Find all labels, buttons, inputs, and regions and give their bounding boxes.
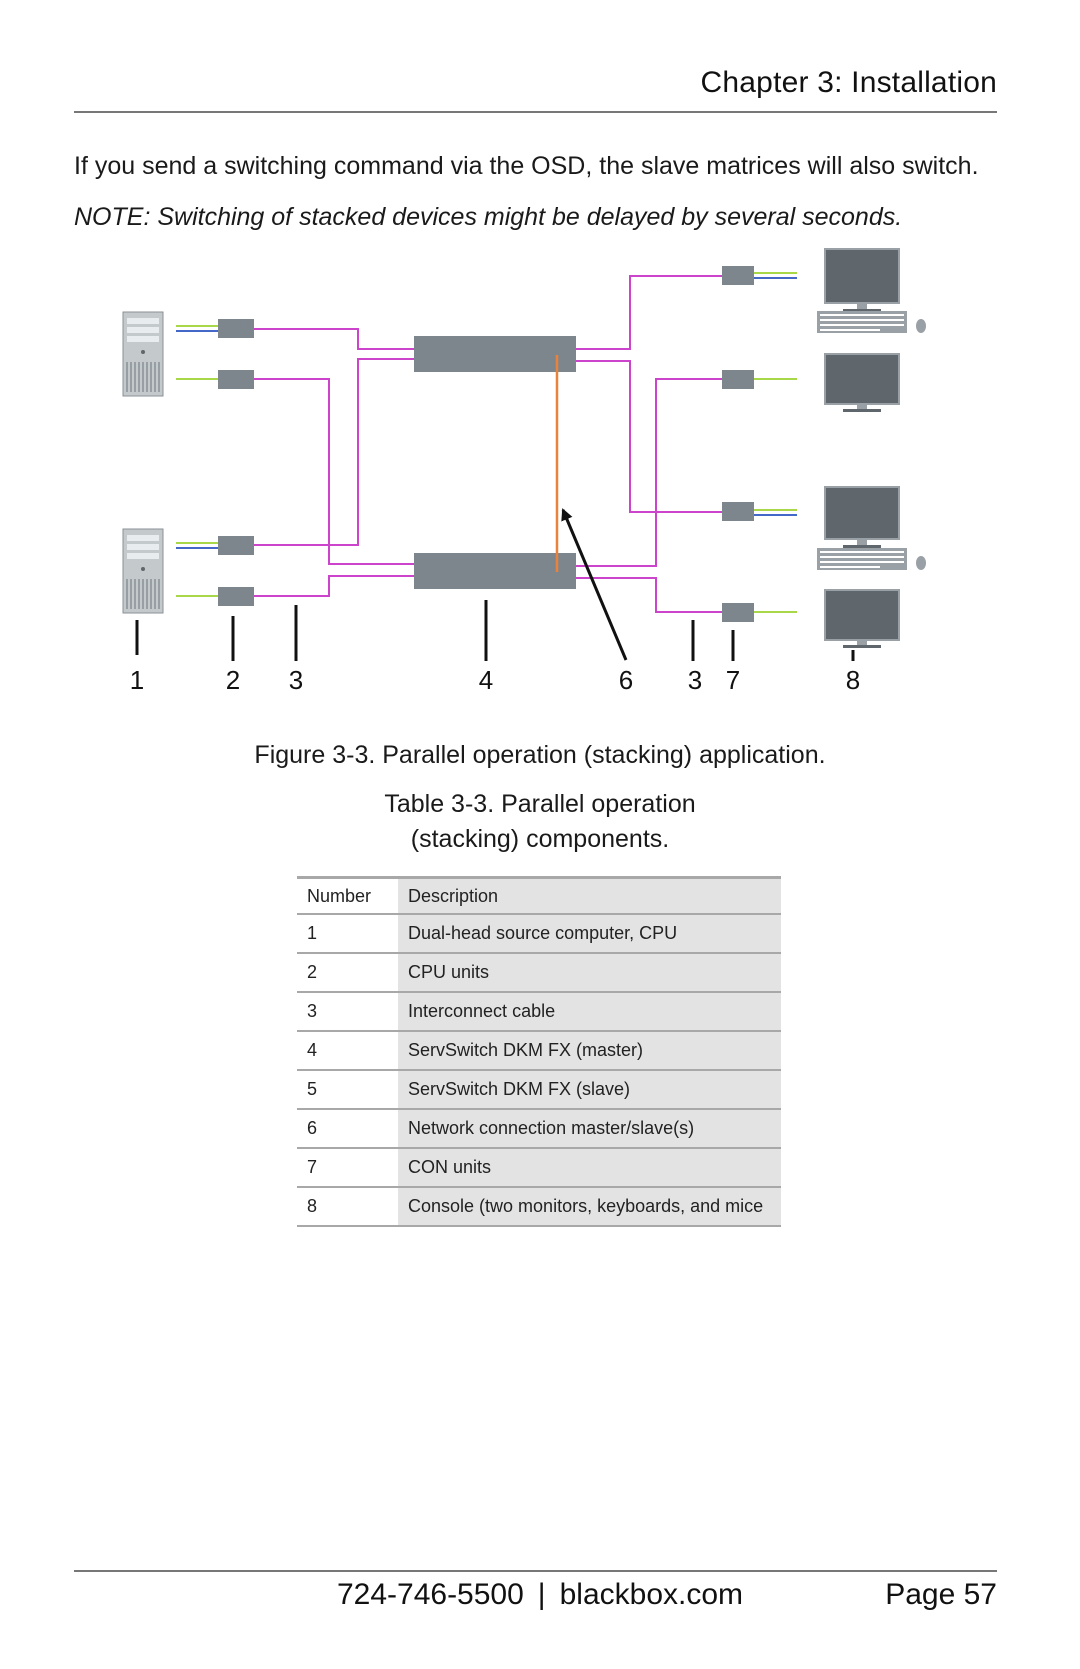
row-description: CON units [398, 1148, 781, 1188]
footer-separator: | [537, 1578, 546, 1611]
callout-2: 2 [226, 665, 240, 695]
cpu-unit [218, 370, 254, 389]
monitor-icon [824, 248, 900, 312]
monitor-icon [824, 353, 900, 412]
callout-leaders [135, 600, 855, 661]
callout-6: 6 [619, 665, 633, 695]
cpu-unit [218, 587, 254, 606]
header-divider [74, 111, 997, 113]
table-caption: Table 3-3. Parallel operation (stacking)… [0, 787, 1080, 857]
body-paragraph: If you send a switching command via the … [74, 152, 979, 180]
page-number: Page 57 [885, 1578, 997, 1611]
source-computer-icon [122, 528, 164, 614]
row-number: 8 [297, 1187, 398, 1227]
con-unit [722, 603, 754, 622]
cpu-unit [218, 319, 254, 338]
callout-1: 1 [130, 665, 144, 695]
row-number: 6 [297, 1109, 398, 1149]
table-row: 1 Dual-head source computer, CPU [297, 914, 781, 954]
row-number: 3 [297, 992, 398, 1032]
row-number: 2 [297, 953, 398, 993]
master-switch [414, 336, 576, 372]
table-row: 2 CPU units [297, 953, 781, 993]
row-number: 1 [297, 914, 398, 954]
monitor-icon [824, 486, 900, 548]
table-row: 5 ServSwitch DKM FX (slave) [297, 1070, 781, 1110]
table-caption-line-2: (stacking) components. [410, 825, 670, 853]
row-description: ServSwitch DKM FX (slave) [398, 1070, 781, 1110]
mouse-icon [916, 319, 926, 333]
callout-3b: 3 [688, 665, 702, 695]
table-row: 8 Console (two monitors, keyboards, and … [297, 1187, 781, 1227]
mouse-icon [916, 556, 926, 570]
monitor-icon [824, 589, 900, 648]
source-computer-icon [122, 311, 164, 397]
con-unit [722, 370, 754, 389]
footer-website[interactable]: blackbox.com [559, 1578, 744, 1611]
footer-contact: 724-746-5500 | blackbox.com [0, 1578, 1080, 1612]
slave-switch [414, 553, 576, 589]
source-cables [176, 325, 218, 597]
row-description: ServSwitch DKM FX (master) [398, 1031, 781, 1071]
callout-7: 7 [726, 665, 740, 695]
row-description: CPU units [398, 953, 781, 993]
cpu-unit [218, 536, 254, 555]
header-number: Number [297, 876, 398, 915]
row-description: Interconnect cable [398, 992, 781, 1032]
header-description: Description [398, 876, 781, 915]
con-unit [722, 266, 754, 285]
row-number: 5 [297, 1070, 398, 1110]
row-description: Network connection master/slave(s) [398, 1109, 781, 1149]
network-arrow [561, 508, 628, 661]
callout-8: 8 [846, 665, 860, 695]
table-row: 6 Network connection master/slave(s) [297, 1109, 781, 1149]
callout-4: 4 [479, 665, 493, 695]
table-caption-line-1: Table 3-3. Parallel operation [384, 790, 696, 818]
keyboard-icon [817, 311, 907, 333]
components-table: Number Description 1 Dual-head source co… [297, 876, 781, 1227]
table-row: 4 ServSwitch DKM FX (master) [297, 1031, 781, 1071]
footer-divider [74, 1570, 997, 1572]
con-unit [722, 502, 754, 521]
row-number: 4 [297, 1031, 398, 1071]
table-row: 7 CON units [297, 1148, 781, 1188]
row-description: Console (two monitors, keyboards, and mi… [398, 1187, 781, 1227]
keyboard-icon [817, 548, 907, 570]
interconnect-cables-left [254, 328, 414, 597]
interconnect-cables-right [576, 275, 722, 613]
chapter-title: Chapter 3: Installation [700, 66, 997, 99]
figure-caption: Figure 3-3. Parallel operation (stacking… [254, 741, 826, 769]
footer-phone: 724-746-5500 [336, 1578, 524, 1611]
table-row: 3 Interconnect cable [297, 992, 781, 1032]
row-number: 7 [297, 1148, 398, 1188]
console-cables [754, 272, 797, 613]
note-paragraph: NOTE: Switching of stacked devices might… [74, 203, 903, 231]
stacking-diagram: 1 2 3 4 6 3 7 8 [122, 248, 926, 695]
table-header-row: Number Description [297, 876, 781, 915]
row-description: Dual-head source computer, CPU [398, 914, 781, 954]
callout-3: 3 [289, 665, 303, 695]
